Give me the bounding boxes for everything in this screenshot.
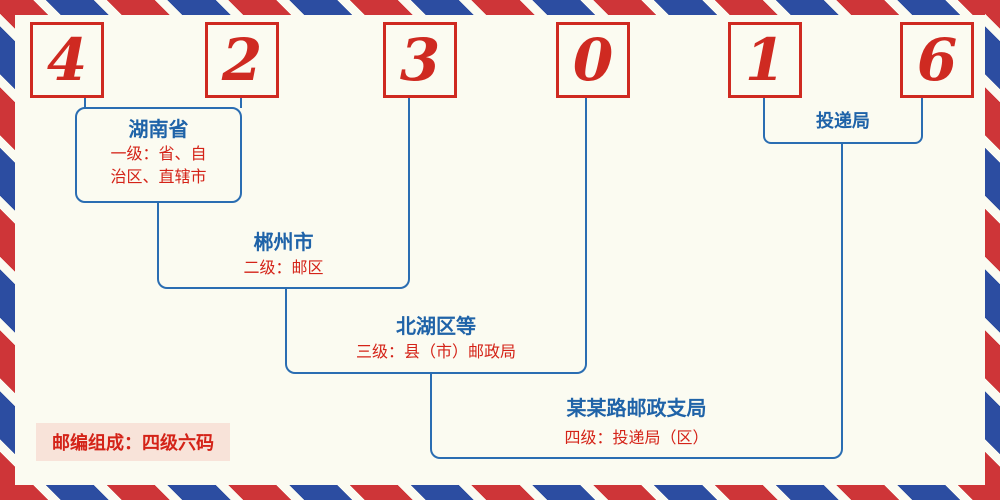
digit-box-2: 2 bbox=[205, 22, 279, 98]
level1-name: 湖南省 bbox=[128, 117, 189, 141]
digit-1: 4 bbox=[46, 26, 88, 94]
level1-desc-line1: 一级：省、自 bbox=[110, 144, 207, 163]
airmail-stripe-right bbox=[985, 0, 1000, 500]
connector-digit4-level3 bbox=[585, 98, 587, 290]
digit-box-3: 3 bbox=[383, 22, 457, 98]
level4-desc: 四级：投递局（区） bbox=[564, 428, 709, 447]
level1-desc-line2: 治区、直辖市 bbox=[110, 167, 207, 186]
level3-name: 北湖区等 bbox=[396, 314, 476, 338]
level2-desc: 二级：邮区 bbox=[243, 258, 324, 277]
level4-box bbox=[430, 374, 843, 459]
footer-composition-label: 邮编组成：四级六码 bbox=[36, 423, 230, 461]
airmail-stripe-bottom bbox=[0, 485, 1000, 500]
level2-box bbox=[157, 203, 410, 289]
level2-name: 郴州市 bbox=[253, 230, 314, 254]
digit-box-4: 0 bbox=[556, 22, 630, 98]
connector-digit3-level2 bbox=[408, 98, 410, 204]
airmail-stripe-top bbox=[0, 0, 1000, 15]
airmail-stripe-left bbox=[0, 0, 15, 500]
digit-3: 3 bbox=[399, 26, 441, 94]
digit-4: 0 bbox=[572, 26, 614, 94]
digit-5: 1 bbox=[744, 26, 786, 94]
digit-6: 6 bbox=[916, 26, 958, 94]
connector-digit2-level1 bbox=[240, 98, 242, 108]
delivery-box bbox=[763, 98, 923, 144]
digit-2: 2 bbox=[221, 26, 263, 94]
level4-name: 某某路邮政支局 bbox=[566, 396, 707, 420]
level3-desc: 三级：县（市）邮政局 bbox=[355, 342, 516, 361]
connector-delivery-level4 bbox=[841, 144, 843, 375]
digit-box-1: 4 bbox=[30, 22, 104, 98]
connector-digit1-level1 bbox=[84, 98, 86, 108]
digit-box-5: 1 bbox=[728, 22, 802, 98]
digit-box-6: 6 bbox=[900, 22, 974, 98]
level3-box bbox=[285, 289, 587, 374]
delivery-name: 投递局 bbox=[816, 111, 870, 132]
level1-box bbox=[75, 107, 242, 203]
